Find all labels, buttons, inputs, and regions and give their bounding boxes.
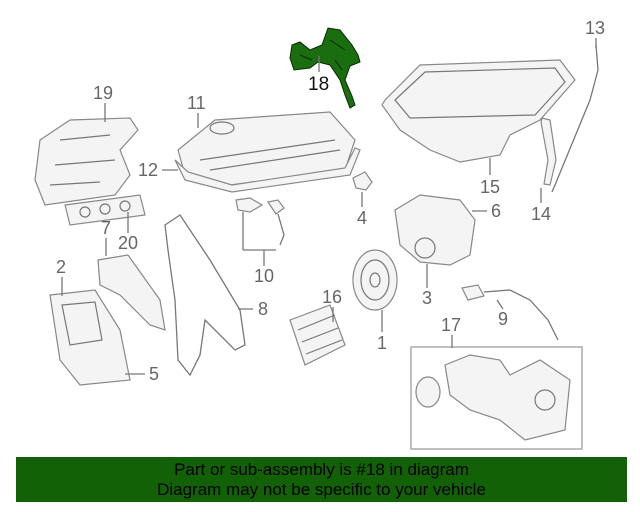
callout-3[interactable]: 3 — [422, 288, 432, 308]
callout-4[interactable]: 4 — [357, 208, 367, 228]
part-11-valve-cover[interactable] — [177, 111, 356, 186]
callout-9[interactable]: 9 — [498, 309, 508, 329]
callout-2[interactable]: 2 — [56, 257, 66, 277]
part-16-oil-filter[interactable] — [289, 304, 346, 366]
banner-disclaimer-line: Diagram may not be specific to your vehi… — [157, 480, 486, 499]
part-9-oxygen-sensor[interactable] — [461, 284, 559, 341]
banner-part-line: Part or sub-assembly is #18 in diagram — [174, 460, 469, 479]
part-20-manifold-gasket[interactable] — [64, 194, 146, 226]
part-4-plug[interactable] — [352, 171, 373, 191]
part-8-timing-belt[interactable] — [164, 214, 246, 377]
part-17-oil-pump-assembly[interactable] — [410, 346, 583, 450]
callout-6[interactable]: 6 — [491, 201, 501, 221]
part-19-intake-manifold[interactable] — [34, 117, 139, 206]
callout-13[interactable]: 13 — [585, 18, 605, 38]
callout-8[interactable]: 8 — [258, 299, 268, 319]
part-1-crank-pulley[interactable] — [352, 249, 398, 311]
part-10-sensors[interactable] — [235, 197, 285, 246]
part-12-valve-cover-gasket[interactable] — [174, 147, 361, 193]
part-7-timing-cover-upper[interactable] — [97, 254, 166, 331]
callout-11[interactable]: 11 — [187, 93, 206, 113]
part-15-oil-pan[interactable] — [381, 59, 576, 163]
callout-5[interactable]: 5 — [149, 364, 159, 384]
part-2-timing-cover-lower[interactable] — [49, 289, 131, 386]
part-14-dipstick-tube[interactable] — [540, 117, 557, 186]
leader-lines — [61, 38, 597, 375]
callout-18[interactable]: 18 — [308, 74, 329, 95]
callout-19[interactable]: 19 — [93, 83, 113, 103]
callout-12[interactable]: 12 — [138, 160, 158, 180]
callout-10[interactable]: 10 — [254, 266, 274, 286]
highlight-info-banner: Part or sub-assembly is #18 in diagram D… — [16, 457, 627, 502]
callout-14[interactable]: 14 — [531, 204, 551, 224]
callout-15[interactable]: 15 — [480, 177, 500, 197]
part-18-highlighted-bracket[interactable] — [289, 27, 361, 109]
callout-20[interactable]: 20 — [118, 233, 138, 253]
callout-labels: 19 11 12 18 13 15 14 4 6 7 20 10 2 8 16 … — [56, 18, 605, 384]
callout-7[interactable]: 7 — [101, 218, 111, 238]
callout-16[interactable]: 16 — [322, 287, 342, 307]
part-13-dipstick[interactable] — [551, 44, 599, 193]
callout-1[interactable]: 1 — [377, 333, 387, 353]
part-6-vacuum-pump[interactable] — [394, 194, 476, 266]
callout-17[interactable]: 17 — [441, 315, 461, 335]
